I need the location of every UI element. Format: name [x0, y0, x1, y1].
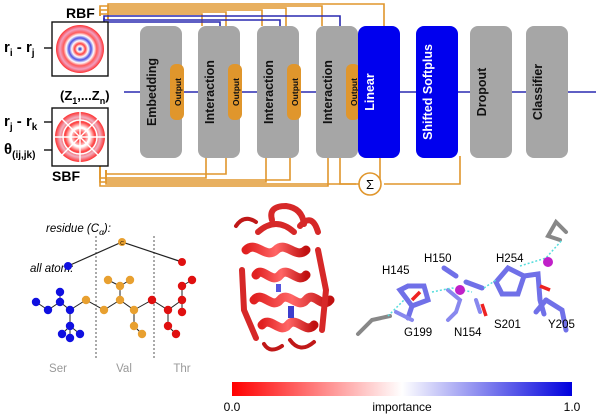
atom-node — [129, 321, 139, 331]
atom-node — [129, 305, 139, 315]
ca-val — [118, 238, 126, 246]
atom-node — [57, 329, 67, 339]
colorbar-max-label: 1.0 — [564, 400, 581, 414]
colorbar-gradient — [232, 382, 572, 396]
ca-ser — [64, 262, 72, 270]
atom-numbers-label: (Z1,...Zn) — [60, 88, 110, 106]
output-label-1: Output — [173, 78, 183, 106]
sum-symbol: Σ — [366, 177, 374, 192]
all-atom-title: all atom: — [30, 263, 73, 275]
blue-residue-marker — [288, 306, 294, 318]
atom-node — [31, 297, 41, 307]
embedding-block-label: Embedding — [145, 58, 159, 126]
interaction-block-1: Interaction — [198, 26, 240, 158]
atom-node — [65, 321, 75, 331]
svg-text:C: C — [120, 241, 124, 247]
classifier-block: Classifier — [526, 26, 568, 158]
interaction-block-2: Interaction — [257, 26, 299, 158]
classifier-block-label: Classifier — [531, 64, 545, 120]
site-label-g199: G199 — [404, 327, 432, 339]
sbf-connection-lines — [99, 156, 461, 187]
atom-node — [125, 275, 135, 285]
interaction-block-3: Interaction — [316, 26, 358, 158]
atom-node — [137, 329, 147, 339]
colorbar-min-label: 0.0 — [224, 400, 241, 414]
site-label-h150: H150 — [424, 253, 452, 265]
protein-structure-image — [234, 202, 335, 352]
model-blocks: Embedding Output Interaction Output Interact… — [140, 26, 568, 158]
sum-node: Σ — [358, 172, 382, 196]
atom-node — [177, 307, 187, 317]
embedding-block: Embedding — [140, 26, 182, 158]
architecture-diagram: RBF SBF ri - rj rj - rk θ(ij,jk) (Z1,...… — [4, 3, 596, 196]
blue-connection-lines — [103, 15, 341, 26]
atom-node — [103, 275, 113, 285]
site-label-s201: S201 — [494, 319, 521, 331]
interaction-block-2-label: Interaction — [262, 60, 276, 124]
colorbar-title: importance — [372, 400, 432, 414]
blue-residue-marker-2 — [276, 284, 281, 292]
output-pill-1: Output — [170, 64, 184, 120]
residue-label-val: Val — [116, 363, 132, 375]
rbf-image — [56, 25, 104, 73]
atom-nodes — [31, 275, 197, 343]
interaction-block-3-label: Interaction — [321, 60, 335, 124]
rbf-box — [51, 21, 109, 77]
atom-node — [99, 305, 109, 315]
site-label-h254: H254 — [496, 253, 524, 265]
site-label-y205: Y205 — [548, 319, 575, 331]
dropout-block-label: Dropout — [475, 67, 489, 116]
ca-thr — [178, 258, 186, 266]
shifted-softplus-block: Shifted Softplus — [416, 26, 458, 158]
output-pill-4: Output — [346, 64, 360, 120]
dropout-block: Dropout — [470, 26, 512, 158]
atom-node — [81, 295, 91, 305]
linear-block-label: Linear — [363, 73, 377, 111]
residue-label-ser: Ser — [49, 363, 67, 375]
shifted-softplus-block-label: Shifted Softplus — [421, 44, 435, 140]
rjk-label: rj - rk — [4, 113, 38, 133]
atom-node — [75, 329, 85, 339]
atom-node — [115, 295, 125, 305]
output-pill-3: Output — [287, 64, 301, 120]
atom-node — [65, 305, 75, 315]
atom-node — [147, 295, 157, 305]
atom-node — [177, 281, 187, 291]
active-site-image: H145 H150 H254 G199 N154 S201 Y205 — [356, 218, 575, 339]
output-pill-2: Output — [228, 64, 242, 120]
metal-ion-1 — [455, 285, 465, 295]
output-label-3: Output — [290, 78, 300, 106]
atom-node — [163, 305, 173, 315]
residue-label-thr: Thr — [173, 363, 190, 375]
atom-node — [171, 329, 181, 339]
atom-node — [43, 305, 53, 315]
importance-colorbar: 0.0 importance 1.0 — [224, 382, 581, 414]
atom-node — [115, 281, 125, 291]
output-label-2: Output — [231, 78, 241, 106]
atom-node — [163, 321, 173, 331]
atom-node — [55, 297, 65, 307]
sbf-label: SBF — [52, 168, 80, 184]
residue-panel: residue (Cα): all atom: C Ser Val Thr — [30, 223, 197, 375]
site-label-h145: H145 — [382, 265, 410, 277]
atom-node — [65, 333, 75, 343]
theta-label: θ(ij,jk) — [4, 141, 35, 161]
rbf-label: RBF — [66, 5, 95, 21]
metal-ion-2 — [543, 257, 553, 267]
rij-label: ri - rj — [4, 39, 35, 59]
atom-node — [177, 295, 187, 305]
atom-node — [187, 275, 197, 285]
site-label-n154: N154 — [454, 327, 482, 339]
sbf-box — [51, 107, 109, 167]
atom-node — [55, 287, 65, 297]
output-label-4: Output — [349, 78, 359, 106]
interaction-block-1-label: Interaction — [203, 60, 217, 124]
linear-block: Linear — [358, 26, 400, 158]
residue-title: residue (Cα): — [46, 223, 111, 237]
